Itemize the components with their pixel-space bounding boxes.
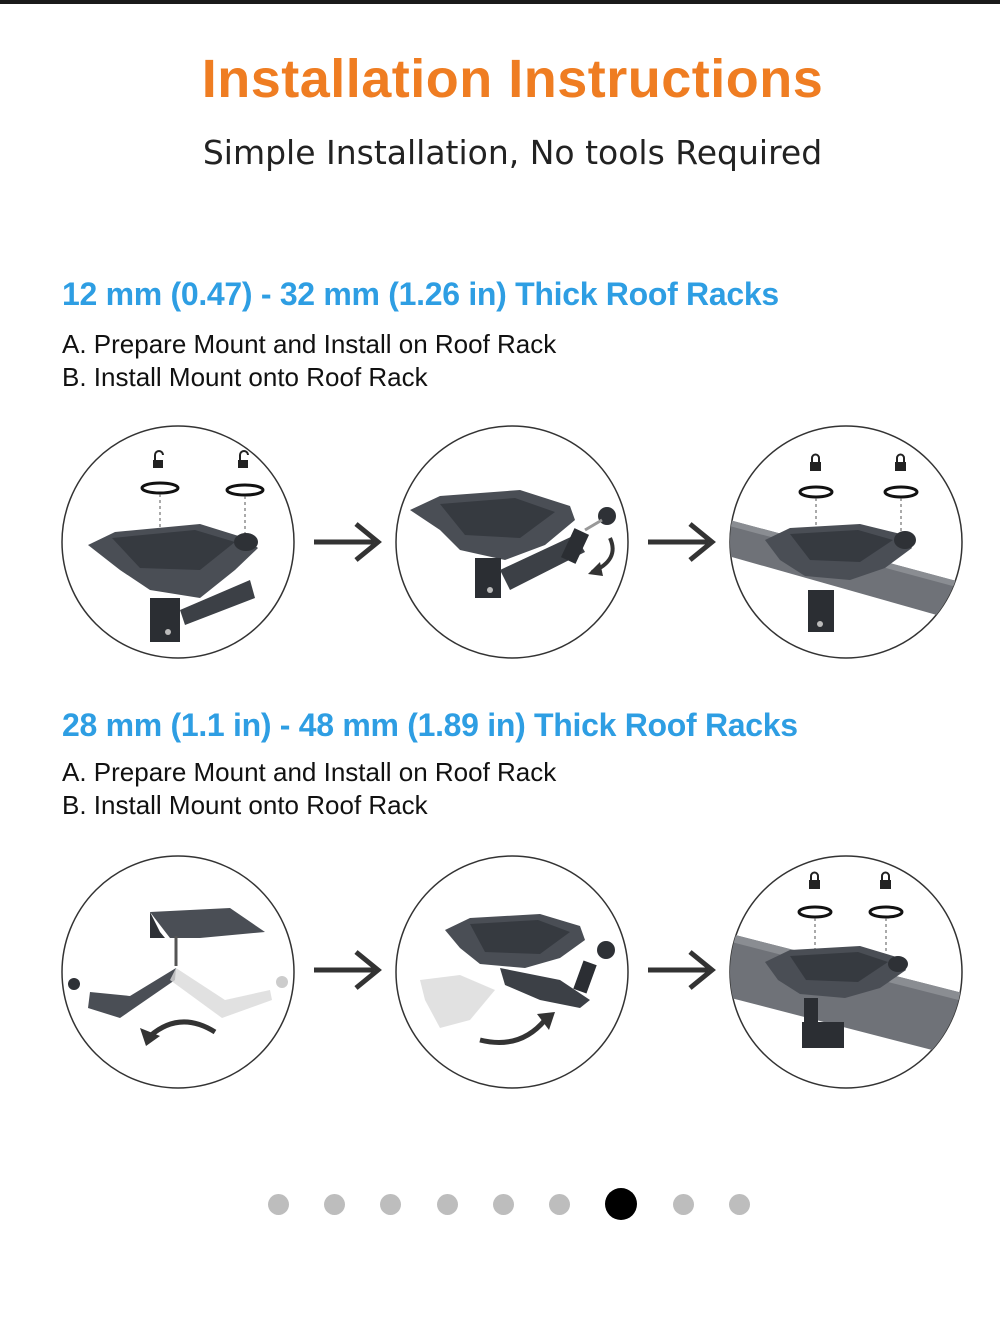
top-bar [0,0,1000,4]
section-title-thin-racks: 12 mm (0.47) - 32 mm (1.26 in) Thick Roo… [62,276,779,312]
illustration-row-2 [0,850,1000,1100]
section-title-thick-racks: 28 mm (1.1 in) - 48 mm (1.89 in) Thick R… [62,707,798,743]
illustration-circle-3 [729,425,963,659]
carousel-dot-5[interactable] [493,1194,514,1215]
illustration-circle-2 [395,425,629,659]
arrow-right-icon [314,522,382,562]
strap-ring [140,481,180,495]
carousel-dot-1[interactable] [268,1194,289,1215]
strap-ring [225,483,265,497]
carousel-dot-9[interactable] [729,1194,750,1215]
carousel-dot-6[interactable] [549,1194,570,1215]
page-subtitle: Simple Installation, No tools Required [202,133,823,172]
illustration-circle-6 [729,855,963,1089]
lock-icon [810,453,821,471]
step-b: B. Install Mount onto Roof Rack [62,790,428,820]
illustration-circle-4 [61,855,295,1089]
step-b: B. Install Mount onto Roof Rack [62,362,428,392]
carousel-dot-7-active[interactable] [605,1188,637,1220]
step-a: A. Prepare Mount and Install on Roof Rac… [62,329,557,359]
carousel-dot-2[interactable] [324,1194,345,1215]
lock-icon [809,871,820,889]
illustration-row-1 [0,420,1000,670]
arrow-right-icon [648,522,716,562]
carousel-pagination [0,1185,1000,1225]
unlock-icon [153,450,164,468]
illustration-circle-1 [61,425,295,659]
carousel-dot-8[interactable] [673,1194,694,1215]
carousel-dot-3[interactable] [380,1194,401,1215]
illustration-circle-5 [395,855,629,1089]
unlock-icon [238,450,249,468]
arrow-right-icon [648,950,716,990]
page-title: Installation Instructions [201,49,824,109]
arrow-right-icon [314,950,382,990]
lock-icon [880,871,891,889]
step-a: A. Prepare Mount and Install on Roof Rac… [62,757,557,787]
lock-icon [895,453,906,471]
carousel-dot-4[interactable] [437,1194,458,1215]
